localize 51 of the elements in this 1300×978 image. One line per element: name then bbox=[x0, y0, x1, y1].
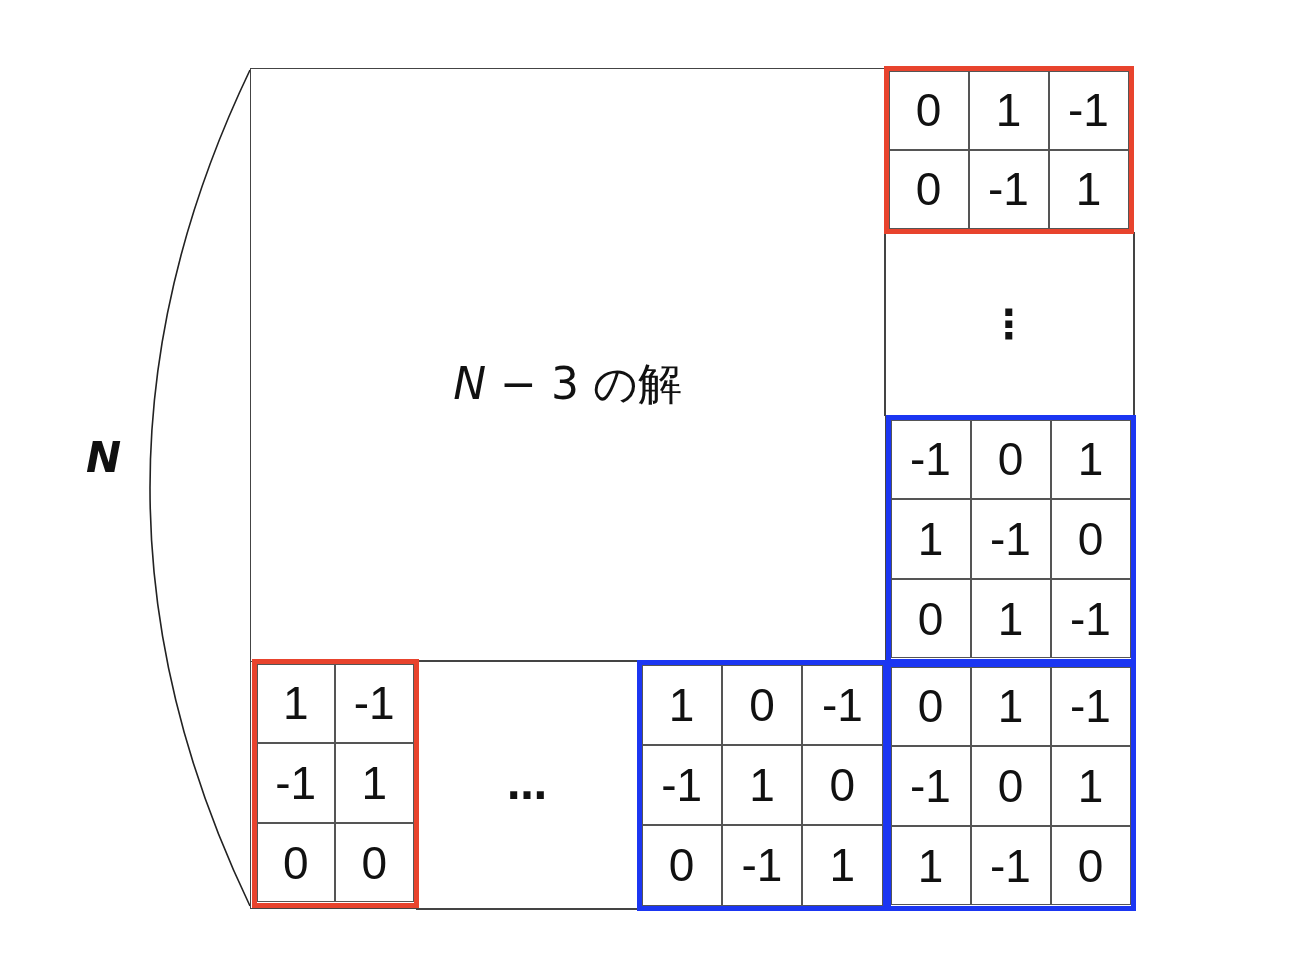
matrix-entry: -1 bbox=[968, 149, 1049, 229]
matrix-entry: 1 bbox=[802, 825, 883, 906]
vertical-ellipsis: ⋮ bbox=[989, 301, 1029, 346]
matrix-entry: 1 bbox=[256, 663, 335, 744]
matrix-entry: 0 bbox=[802, 744, 883, 826]
matrix-entry: 0 bbox=[888, 149, 969, 229]
matrix-entry: -1 bbox=[335, 663, 414, 744]
dimension-label: N bbox=[86, 437, 122, 479]
matrix-outline bbox=[250, 68, 1134, 909]
matrix-entry: 0 bbox=[256, 822, 335, 903]
matrix-entry: 1 bbox=[1048, 149, 1129, 229]
submatrix-block bbox=[885, 414, 1136, 664]
matrix-entry: 0 bbox=[1050, 825, 1131, 906]
matrix-entry: 0 bbox=[890, 578, 971, 659]
matrix-entry: -1 bbox=[890, 419, 971, 500]
matrix-entry: 0 bbox=[641, 825, 722, 906]
matrix-entry: -1 bbox=[256, 743, 335, 823]
matrix-entry: 1 bbox=[970, 578, 1051, 659]
matrix-entry: 1 bbox=[1050, 746, 1131, 826]
matrix-entry: 0 bbox=[888, 70, 969, 150]
submatrix-block bbox=[636, 659, 888, 911]
region-label: N − 3 の解 bbox=[453, 360, 682, 409]
matrix-entry: 1 bbox=[721, 744, 803, 826]
matrix-entry: -1 bbox=[970, 499, 1051, 579]
matrix-entry: 0 bbox=[970, 419, 1051, 500]
matrix-entry: 0 bbox=[1050, 499, 1131, 579]
matrix-entry: -1 bbox=[970, 825, 1051, 906]
matrix-entry: -1 bbox=[1050, 578, 1131, 659]
matrix-entry: 1 bbox=[890, 499, 971, 579]
submatrix-block bbox=[883, 65, 1134, 234]
matrix-entry: 1 bbox=[1050, 419, 1131, 500]
submatrix-block bbox=[885, 661, 1136, 911]
matrix-entry: 0 bbox=[890, 666, 971, 747]
matrix-entry: -1 bbox=[1048, 70, 1129, 150]
matrix-entry: 1 bbox=[970, 666, 1051, 747]
horizontal-ellipsis: … bbox=[507, 762, 547, 807]
matrix-entry: 1 bbox=[641, 664, 722, 745]
ellipsis-region bbox=[883, 231, 1135, 416]
matrix-entry: -1 bbox=[641, 744, 722, 826]
matrix-entry: 1 bbox=[968, 70, 1049, 150]
matrix-entry: -1 bbox=[721, 825, 803, 906]
matrix-entry: 0 bbox=[970, 746, 1051, 826]
matrix-entry: 1 bbox=[890, 825, 971, 906]
ellipsis-region bbox=[415, 659, 639, 910]
matrix-entry: -1 bbox=[1050, 666, 1131, 747]
submatrix-block bbox=[251, 658, 419, 908]
matrix-entry: -1 bbox=[890, 746, 971, 826]
matrix-entry: 0 bbox=[335, 822, 414, 903]
matrix-entry: 0 bbox=[721, 664, 803, 745]
matrix-entry: 1 bbox=[335, 743, 414, 823]
matrix-entry: -1 bbox=[802, 664, 883, 745]
